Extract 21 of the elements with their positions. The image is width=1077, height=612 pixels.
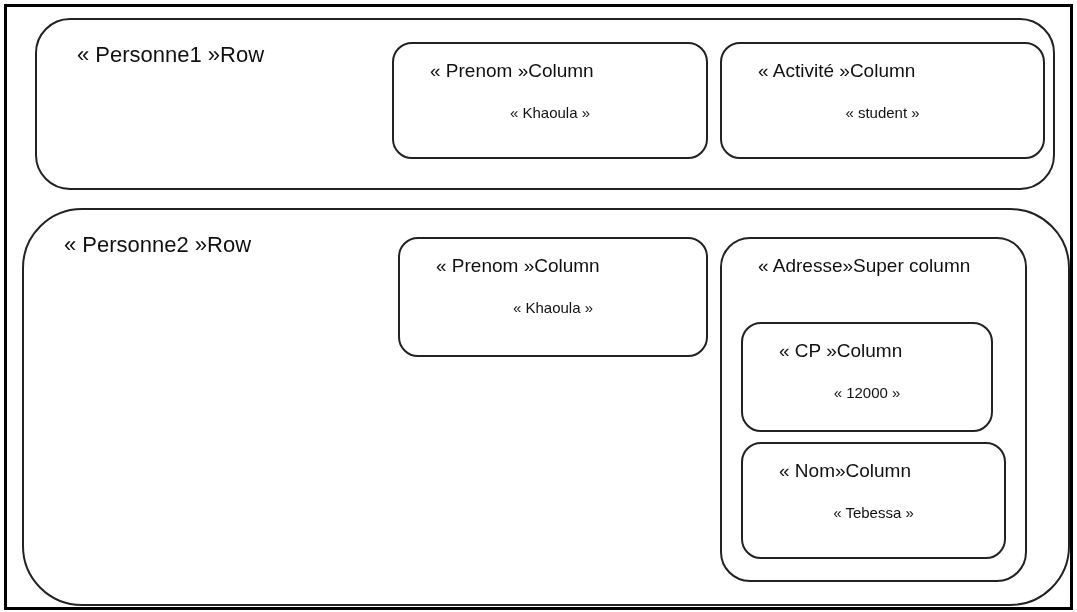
cell-value: « Khaoula »: [511, 299, 595, 316]
row-container: [35, 18, 1055, 190]
column-box: [398, 237, 708, 357]
column-title: « Activité »Column: [757, 59, 917, 82]
column-title: « Prenom »Column: [435, 254, 601, 277]
column-box: [741, 322, 993, 432]
row-container: [22, 208, 1070, 606]
column-title: « Prenom »Column: [429, 59, 595, 82]
cell-value: « Khaoula »: [508, 104, 592, 121]
column-box: [741, 442, 1006, 559]
cell-value: « 12000 »: [832, 384, 902, 401]
column-title: « Nom»Column: [778, 459, 912, 482]
column-title: « Adresse»Super column: [757, 254, 972, 277]
column-box: [392, 42, 708, 159]
column-box: [720, 42, 1045, 159]
column-title: « CP »Column: [778, 339, 904, 362]
super-column-container: [720, 237, 1027, 582]
row-title: « Personne2 »Row: [64, 232, 252, 258]
cell-value: « Tebessa »: [832, 504, 915, 521]
row-title: « Personne1 »Row: [77, 42, 265, 68]
cell-value: « student »: [844, 104, 921, 121]
